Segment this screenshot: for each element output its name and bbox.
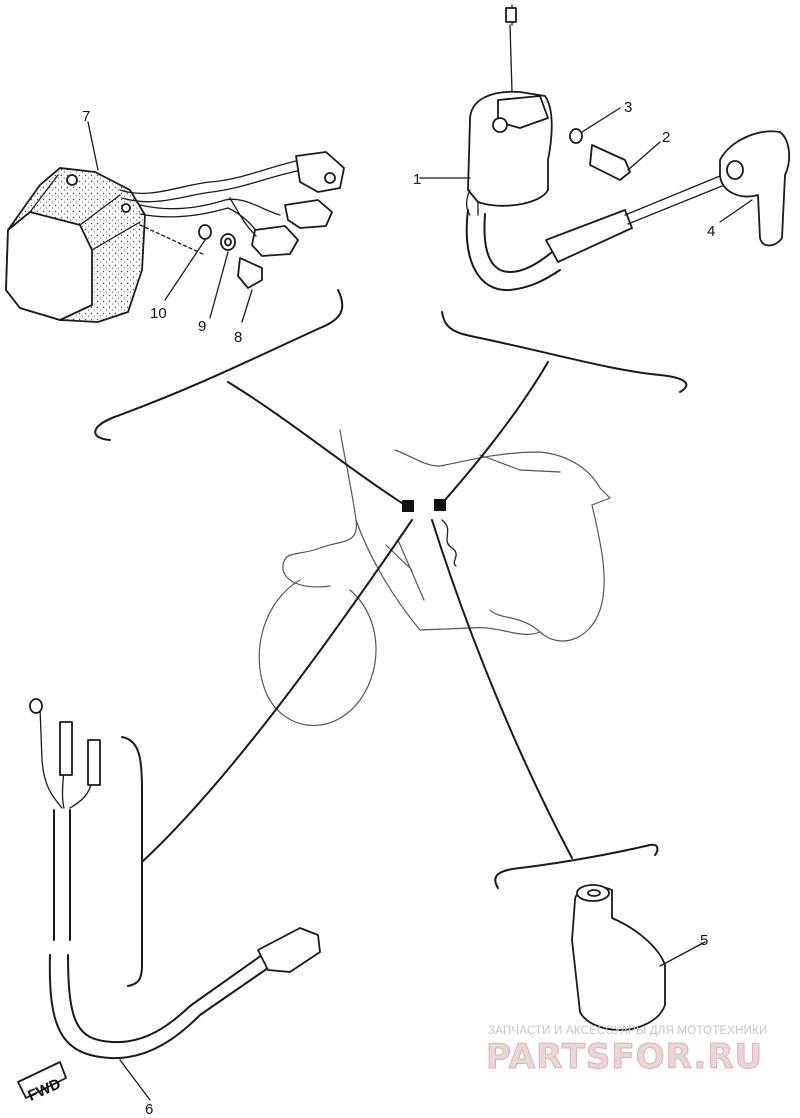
callout-6: 6: [145, 1101, 153, 1118]
connector-left-marker: [402, 500, 414, 512]
fwd-arrow-tag: FWD: [17, 1061, 67, 1105]
watermark: ЗАПЧАСТИ И АКСЕССУАРЫ ДЛЯ МОТОТЕХНИКИ PA…: [486, 1025, 768, 1078]
watermark-tagline: ЗАПЧАСТИ И АКСЕССУАРЫ ДЛЯ МОТОТЕХНИКИ: [488, 1025, 768, 1037]
spark-plug-cap: [719, 130, 791, 247]
wire-harness: [29, 698, 321, 1101]
fasteners-8-9-10: [139, 224, 263, 323]
coil-bolt-washer: [569, 107, 661, 181]
callout-7: 7: [82, 108, 90, 125]
washer-3: [569, 128, 583, 144]
watermark-brand: PARTSFOR.RU: [486, 1037, 763, 1077]
callout-10: 10: [150, 305, 167, 322]
callout-5: 5: [700, 932, 708, 949]
connection-leaders: [141, 361, 573, 863]
rubber-boot: [571, 884, 706, 1031]
group-brackets: [94, 289, 688, 987]
ignition-coil: [419, 4, 723, 292]
connector-right-marker: [434, 499, 446, 511]
callout-4: 4: [707, 223, 715, 240]
callout-labels: 1 2 3 4 5 6 7 8 9 10: [82, 99, 715, 1118]
callout-8: 8: [234, 329, 242, 346]
bolt-2: [589, 144, 631, 181]
callout-2: 2: [662, 129, 670, 146]
callout-9: 9: [198, 318, 206, 335]
cdi-unit: [5, 151, 345, 323]
bolt-8: [237, 257, 263, 289]
washer-10: [198, 224, 212, 240]
callout-3: 3: [624, 99, 632, 116]
callout-1: 1: [413, 171, 421, 188]
motorcycle-outline: [258, 429, 611, 727]
